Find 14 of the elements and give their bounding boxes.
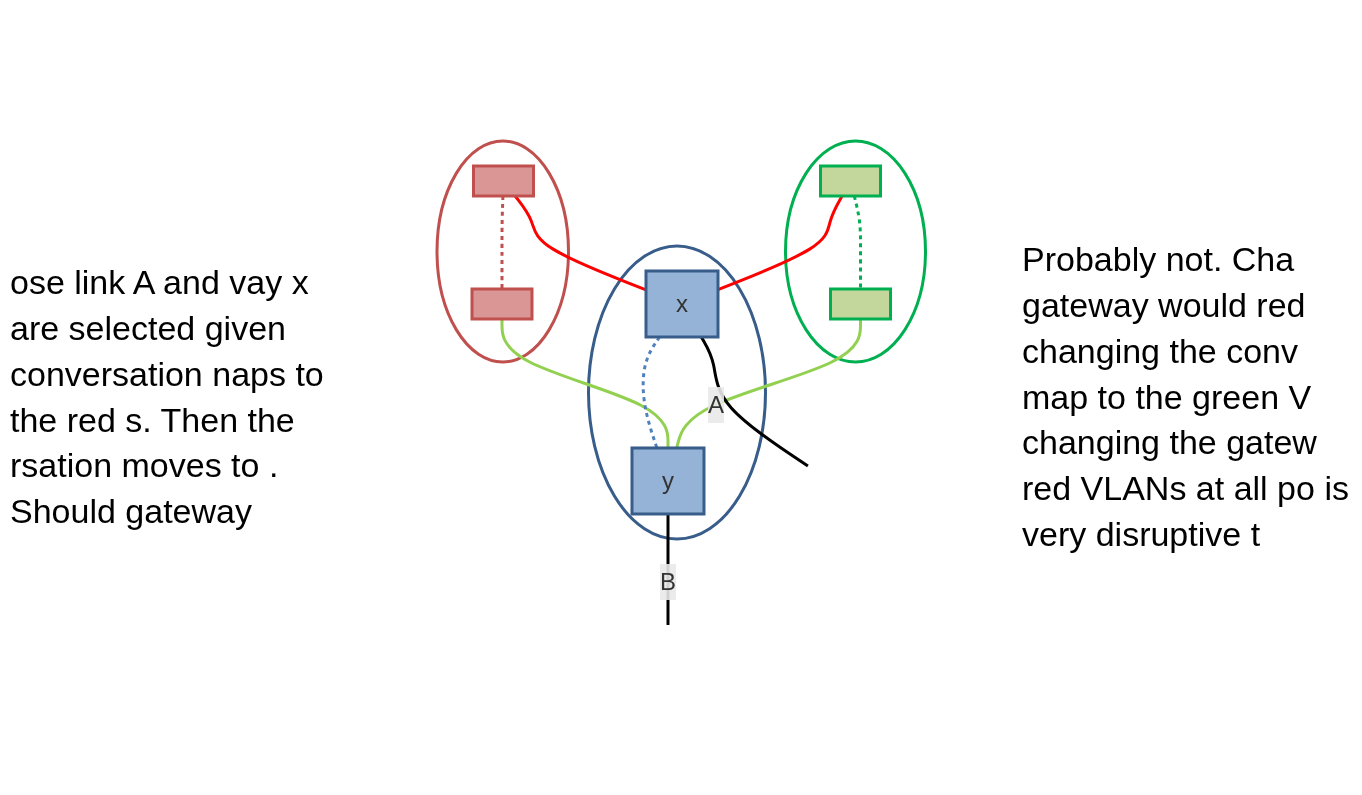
connector xyxy=(500,318,670,448)
connector xyxy=(674,318,862,448)
node-box xyxy=(471,164,535,197)
node-box xyxy=(470,287,534,320)
node-box: y xyxy=(630,446,706,515)
edge-label: B xyxy=(659,567,676,595)
note-text: ose link A and vay x are selected given conversation naps to the red s. Then the rsation moves to . Should gateway xyxy=(10,261,325,533)
node-box xyxy=(828,287,892,320)
edge-label: A xyxy=(707,390,724,418)
node-box: x xyxy=(644,269,720,338)
note-text: Probably not. Cha gateway would red changing the conv map to the green V changing the gatew red VLANs at all po is very disruptive t xyxy=(1022,238,1350,556)
node-box xyxy=(818,164,882,197)
connector xyxy=(852,195,862,289)
connector xyxy=(500,195,505,289)
